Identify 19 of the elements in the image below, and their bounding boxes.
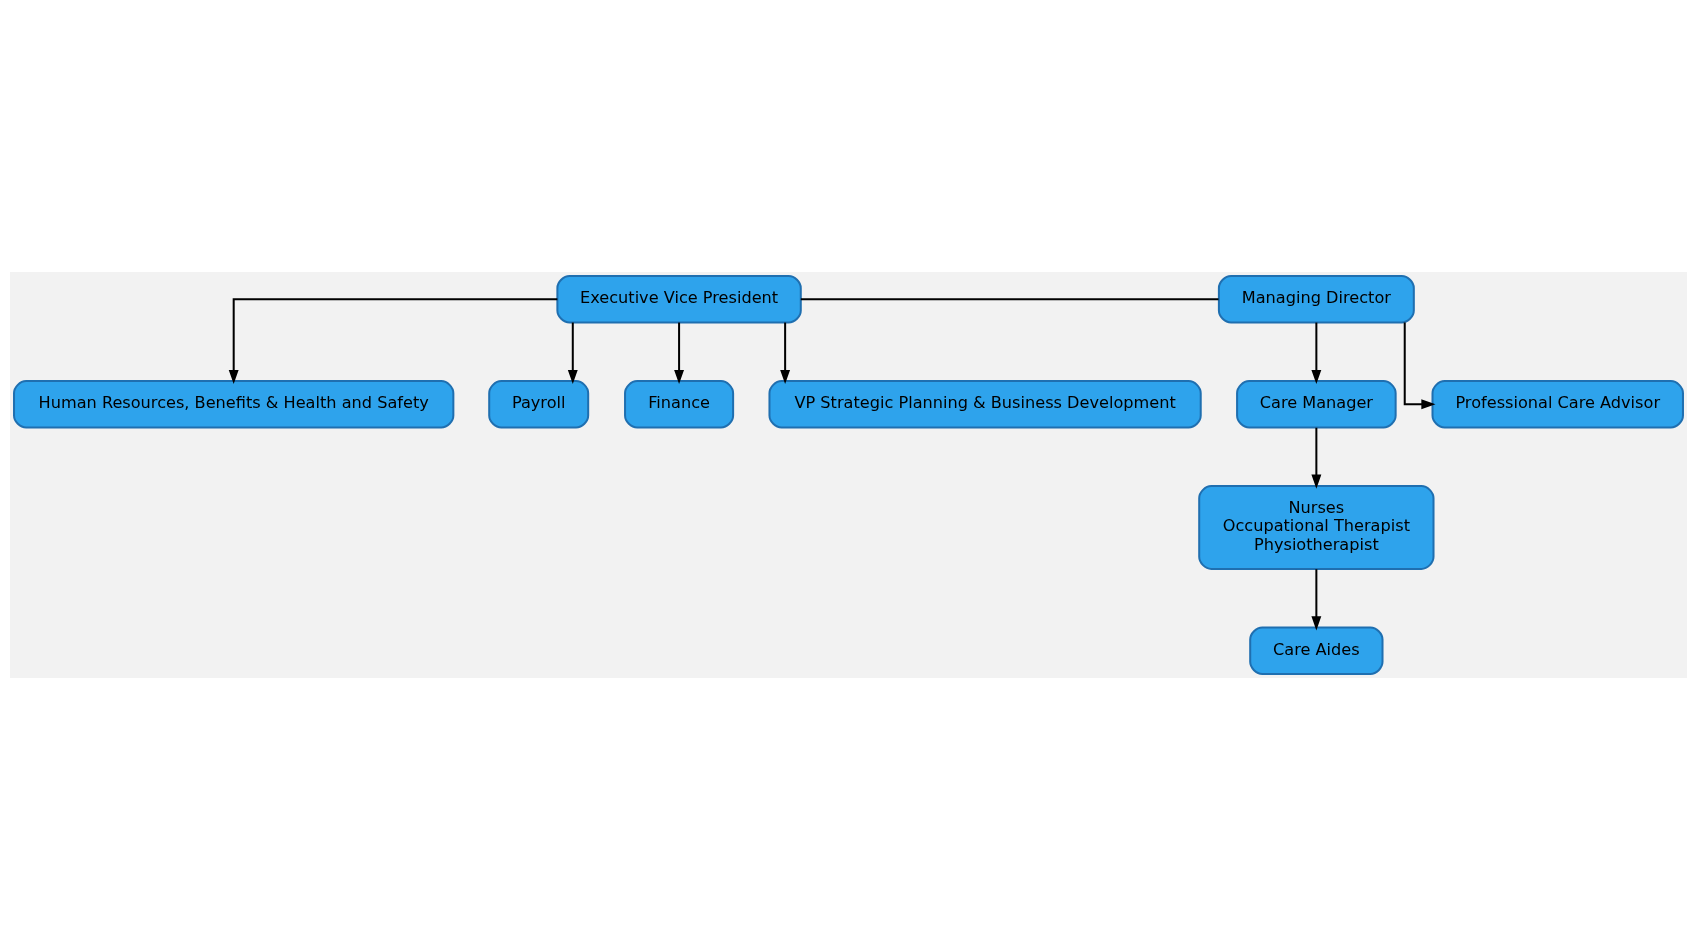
node-box: Managing Director	[1217, 274, 1415, 323]
node-box: Care Manager	[1236, 379, 1397, 429]
node-box: Care Aides	[1249, 626, 1384, 675]
node-box: Human Resources, Benefits & Health and Safety	[13, 379, 455, 429]
node-box: Nurses Occupational Therapist Physiotherapist	[1198, 484, 1435, 570]
node-box: VP Strategic Planning & Business Development	[768, 379, 1202, 429]
arrow	[567, 322, 578, 384]
arrow	[1311, 568, 1322, 630]
arrow	[674, 322, 685, 384]
arrow	[228, 297, 558, 384]
node-box: Finance	[624, 379, 735, 429]
arrow	[1311, 427, 1322, 489]
node-box: Professional Care Advisor	[1431, 379, 1684, 429]
connector	[800, 297, 1219, 300]
node-box: Payroll	[488, 379, 590, 429]
arrow	[1311, 322, 1322, 384]
arrow	[780, 322, 791, 384]
arrow	[1403, 322, 1436, 409]
node-box: Executive Vice President	[556, 274, 802, 323]
